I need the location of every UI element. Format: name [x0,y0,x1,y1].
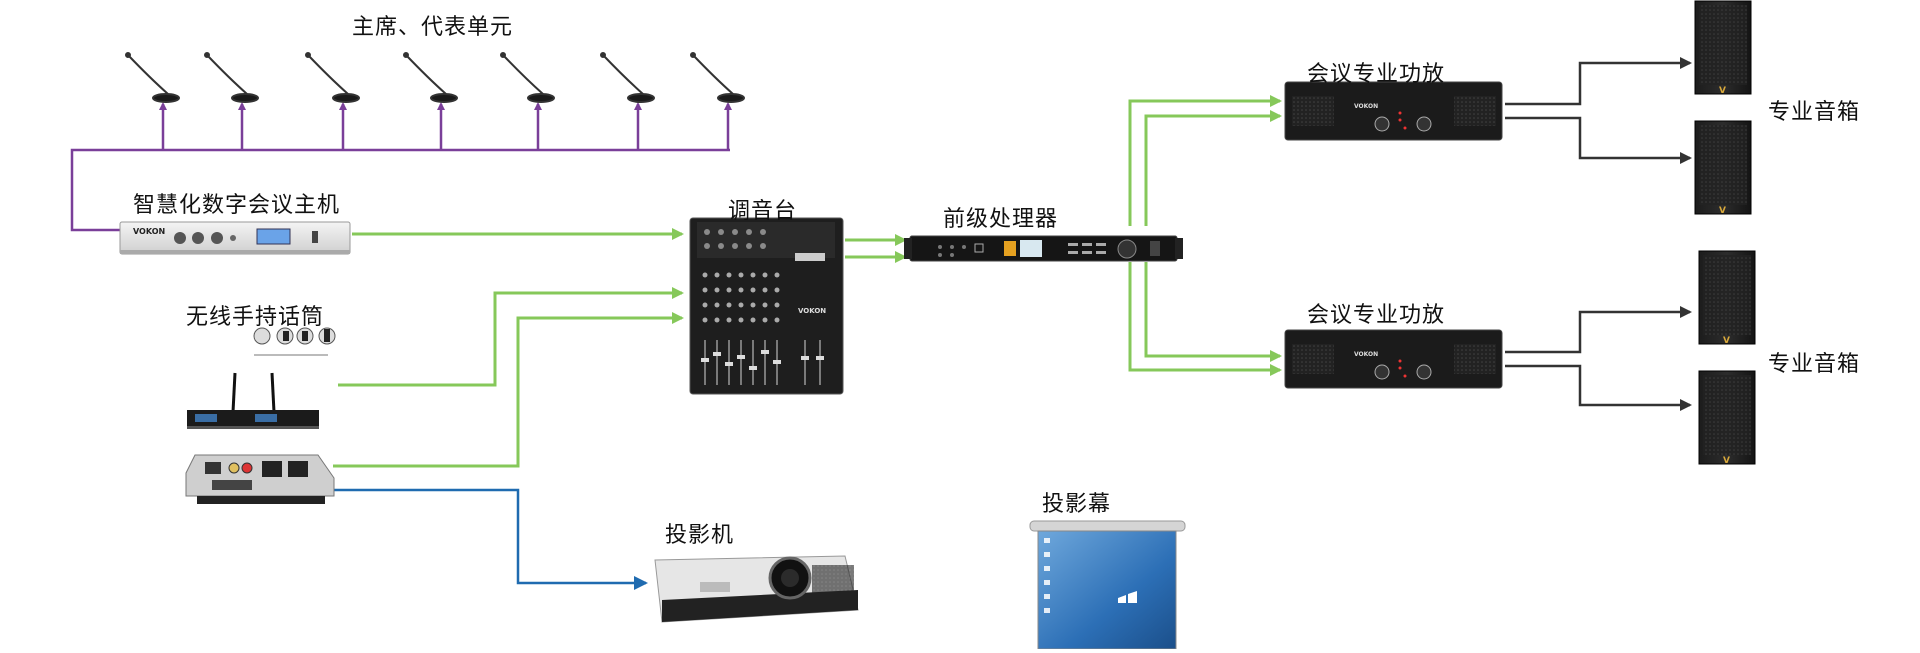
svg-text:V: V [1719,86,1726,96]
microphone-icon [125,52,180,103]
projection-screen [1029,520,1186,650]
mixer-device: VOKON [689,217,844,395]
delegate-bus [70,102,732,232]
conference-host-device: VOKON [119,221,351,255]
projector-label: 投影机 [665,523,735,548]
microphone-icon [403,52,458,103]
microphone-icon [600,52,655,103]
speaker-icon: V [1698,250,1756,346]
amp-top-label: 会议专业功放 [1307,62,1446,87]
projector-device [654,555,859,623]
svg-text:V: V [1723,336,1730,346]
microphone-icon [204,52,259,103]
conference-host-label: 智慧化数字会议主机 [133,193,341,218]
amp-bottom-label: 会议专业功放 [1307,303,1446,328]
svg-text:VOKON: VOKON [1354,351,1378,358]
screen-label: 投影幕 [1042,492,1112,517]
desktop-connection-box [185,454,335,504]
speaker-icon: V [1694,0,1752,96]
audio-lines [333,95,1282,468]
svg-text:V: V [1723,456,1730,466]
video-line [333,488,648,590]
microphone-icon [690,52,745,103]
speakers-top-label: 专业音箱 [1768,100,1861,125]
svg-text:VOKON: VOKON [1354,103,1378,110]
preprocessor-label: 前级处理器 [943,207,1059,232]
wireless-mic-label: 无线手持话筒 [186,305,325,330]
amplifier-bottom-device: VOKON [1284,329,1503,389]
wireless-mic-set [187,327,336,429]
speaker-icon: V [1698,370,1756,466]
preprocessor-device [904,235,1183,262]
speaker-cabinets: V V V V [1694,0,1756,466]
amplifier-top-device: VOKON [1284,81,1503,141]
speaker-lines [1505,57,1692,411]
mixer-label: 调音台 [728,199,798,224]
speakers-bottom-label: 专业音箱 [1768,352,1861,377]
delegate-microphones [125,52,745,103]
delegate-units-label: 主席、代表单元 [352,15,514,40]
svg-text:VOKON: VOKON [133,227,165,236]
svg-text:VOKON: VOKON [798,307,826,315]
speaker-icon: V [1694,120,1752,216]
svg-text:V: V [1719,206,1726,216]
microphone-icon [305,52,360,103]
microphone-icon [500,52,555,103]
